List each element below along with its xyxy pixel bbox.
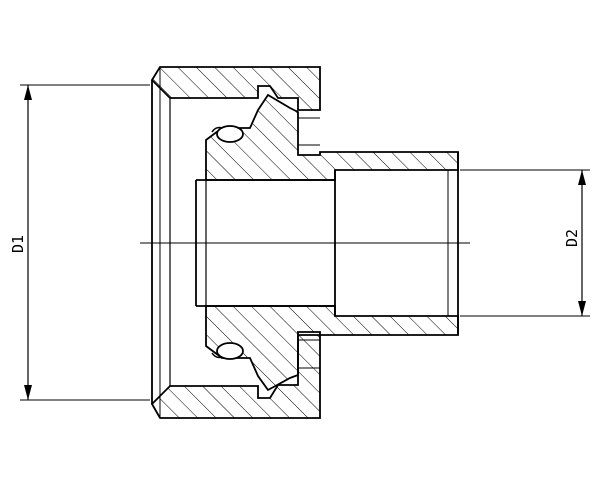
d2-arrow-bottom: [578, 301, 586, 316]
d2-arrow-top: [578, 170, 586, 185]
dimension-d1: D1: [9, 84, 150, 401]
o-ring-lower: [211, 342, 244, 360]
tailpiece-lower-section: [205, 305, 459, 392]
nut-upper-section: [150, 66, 321, 111]
nut-lower-section: [150, 334, 321, 419]
thread-lines: [298, 117, 320, 369]
d1-arrow-top: [24, 85, 32, 100]
d1-arrow-bottom: [24, 385, 32, 400]
d1-label: D1: [9, 235, 27, 253]
o-ring-upper: [211, 125, 244, 143]
tailpiece-upper-section: [205, 93, 459, 181]
dimension-d2: D2: [460, 169, 590, 317]
d2-label: D2: [563, 229, 581, 247]
